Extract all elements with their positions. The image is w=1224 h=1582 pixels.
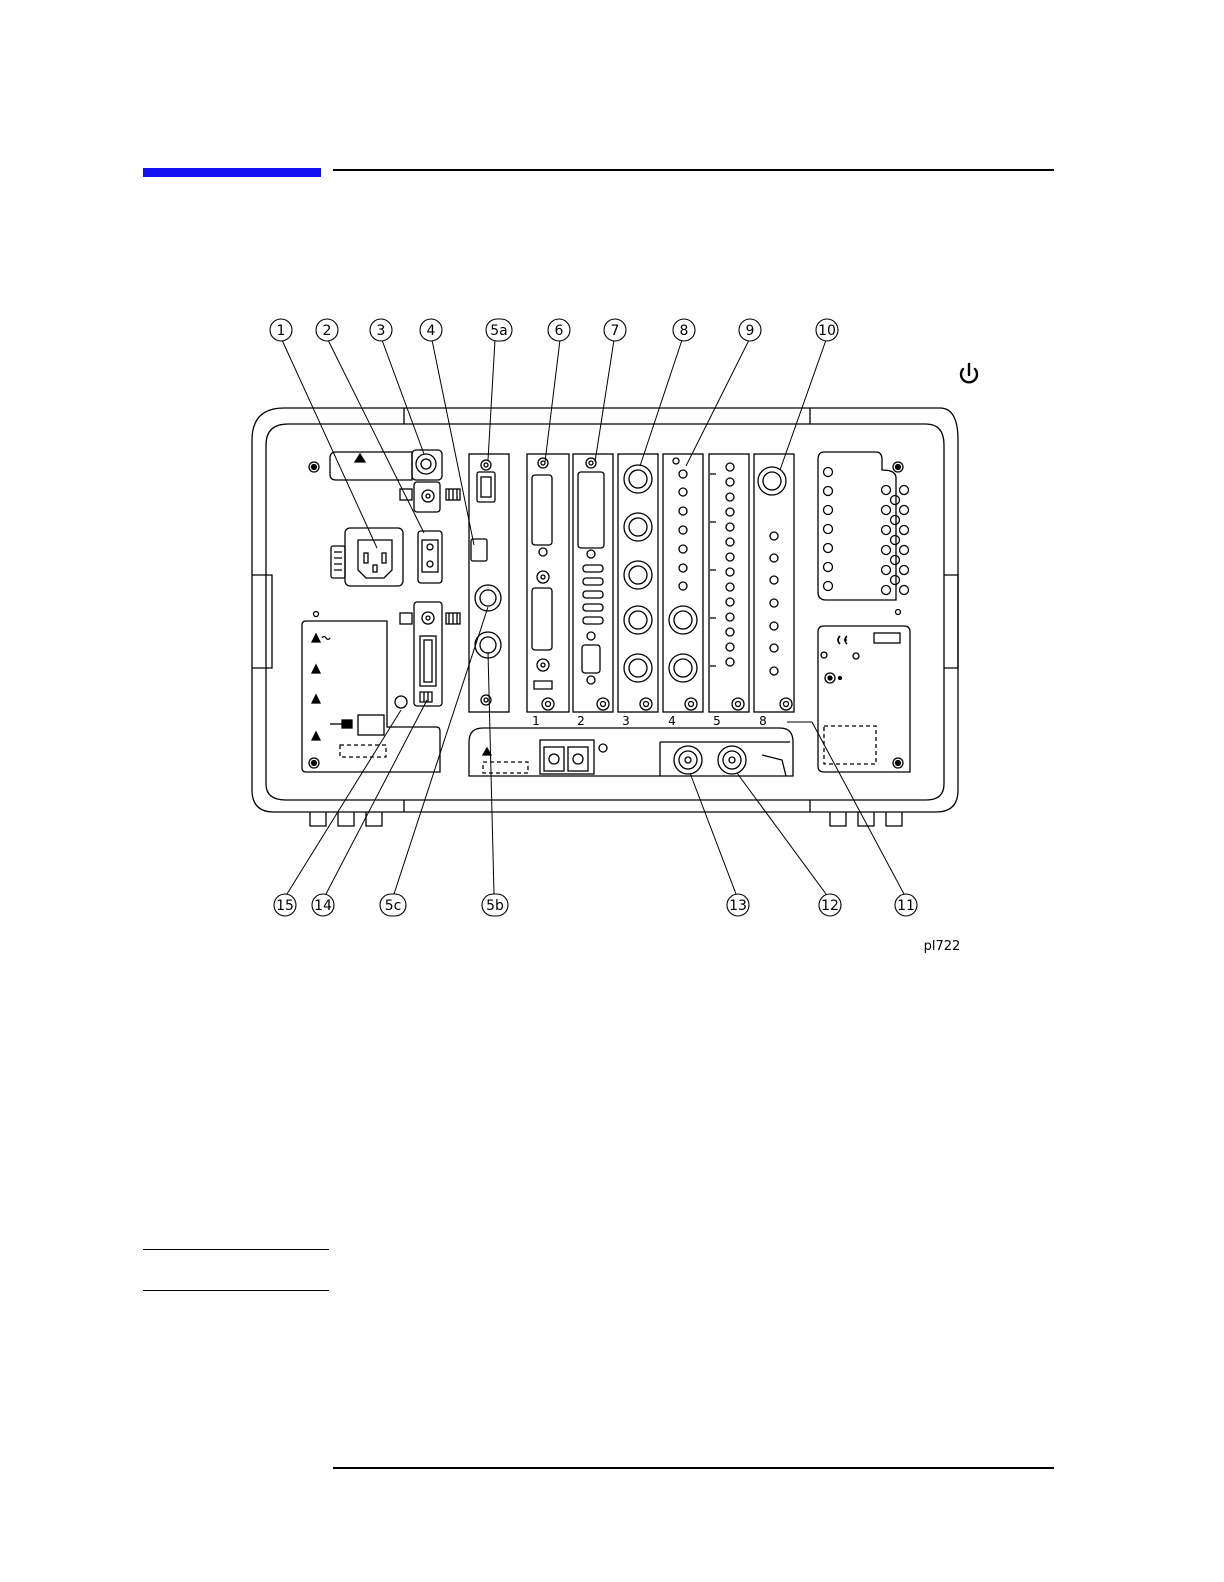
lower-bay [469,728,793,776]
footer-rule [333,1467,1054,1469]
callout-8: 8 [680,323,689,339]
corner-screws [309,462,903,768]
certification-label-panel [818,626,910,772]
module-slot-3 [618,454,658,712]
power-section [330,450,460,586]
slot-label-2: 2 [577,714,585,728]
figure-id: pl722 [924,939,961,954]
module-slot-1 [527,454,569,712]
callout-7: 7 [611,323,620,339]
callout-15: 15 [276,898,294,914]
power-standby-icon [961,364,977,382]
callout-6: 6 [555,323,564,339]
callout-3: 3 [377,323,386,339]
callout-4: 4 [427,323,436,339]
note-rule-bottom [143,1290,329,1291]
note-rule-top [143,1249,329,1250]
callout-13: 13 [729,898,747,914]
module-slot-8 [754,454,794,712]
callout-5b: 5b [486,898,504,914]
callout-9: 9 [746,323,755,339]
chassis-outline [252,408,958,826]
slot-label-8: 8 [759,714,767,728]
callout-5a: 5a [490,323,508,339]
callout-2: 2 [323,323,332,339]
module-slot-2 [573,454,613,712]
module-slot-5 [709,454,749,712]
callout-14: 14 [314,898,332,914]
module-slot-4 [663,454,703,712]
slot-label-3: 3 [622,714,630,728]
callout-11: 11 [897,898,915,914]
slot-label-4: 4 [668,714,676,728]
slot-label-1: 1 [532,714,540,728]
slot-label-5: 5 [713,714,721,728]
lower-left-connectors [302,602,460,772]
callout-1: 1 [277,323,286,339]
fan-vent-panel [818,452,909,600]
callout-12: 12 [821,898,839,914]
callout-10: 10 [818,323,836,339]
callout-5c: 5c [385,898,402,914]
